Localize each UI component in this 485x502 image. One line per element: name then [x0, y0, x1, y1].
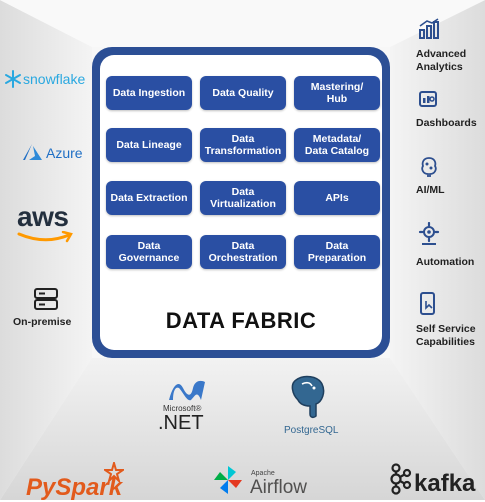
dashboards-label: Dashboards: [416, 117, 477, 129]
advanced-analytics-label: Advanced Analytics: [416, 48, 467, 73]
snowflake-logo-text: snowflake: [23, 71, 86, 87]
tile-data-quality: Data Quality: [200, 76, 286, 110]
snowflake-icon: [4, 70, 22, 88]
tile-data-orchestration: Data Orchestration: [200, 235, 286, 269]
automation-label: Automation: [416, 256, 475, 268]
tile-apis: APIs: [294, 181, 380, 215]
automation-gear-icon: [418, 222, 440, 246]
airflow-apache-text: Apache: [251, 470, 275, 477]
analytics-icon: [418, 18, 440, 40]
aws-logo-text: aws: [17, 201, 69, 232]
kafka-logo-text: kafka: [414, 470, 476, 497]
tile-data-transformation: Data Transformation: [200, 128, 286, 162]
brain-chip-icon: [419, 156, 439, 178]
tile-metadata-catalog: Metadata/ Data Catalog: [294, 128, 380, 162]
on-premise-label: On-premise: [13, 316, 72, 328]
airflow-logo-text: Airflow: [250, 477, 308, 498]
server-icon: [33, 287, 59, 311]
self-service-label: Self Service Capabilities: [416, 323, 476, 348]
tile-mastering-hub: Mastering/ Hub: [294, 76, 380, 110]
dotnet-microsoft-text: Microsoft®: [163, 404, 202, 413]
azure-icon: [23, 144, 43, 160]
azure-logo-text: Azure: [46, 145, 83, 161]
tile-data-lineage: Data Lineage: [106, 128, 192, 162]
airflow-pinwheel-icon: [212, 464, 244, 496]
tile-data-extraction: Data Extraction: [106, 181, 192, 215]
self-service-phone-icon: [419, 292, 437, 316]
aws-smile-icon: [17, 231, 75, 245]
tile-data-virtualization: Data Virtualization: [200, 181, 286, 215]
dotnet-icon: [167, 378, 207, 402]
tile-data-ingestion: Data Ingestion: [106, 76, 192, 110]
pyspark-logo-text: PySpark: [26, 474, 123, 501]
tile-data-governance: Data Governance: [106, 235, 192, 269]
kafka-icon: [388, 463, 412, 495]
postgresql-logo-text: PostgreSQL: [284, 425, 339, 436]
spark-star-icon: [104, 462, 124, 482]
tile-data-preparation: Data Preparation: [294, 235, 380, 269]
ai-ml-label: AI/ML: [416, 184, 445, 196]
postgresql-elephant-icon: [288, 374, 328, 420]
data-fabric-title: DATA FABRIC: [165, 308, 317, 333]
dashboard-icon: [418, 90, 438, 110]
dotnet-logo-text: .NET: [158, 412, 204, 434]
